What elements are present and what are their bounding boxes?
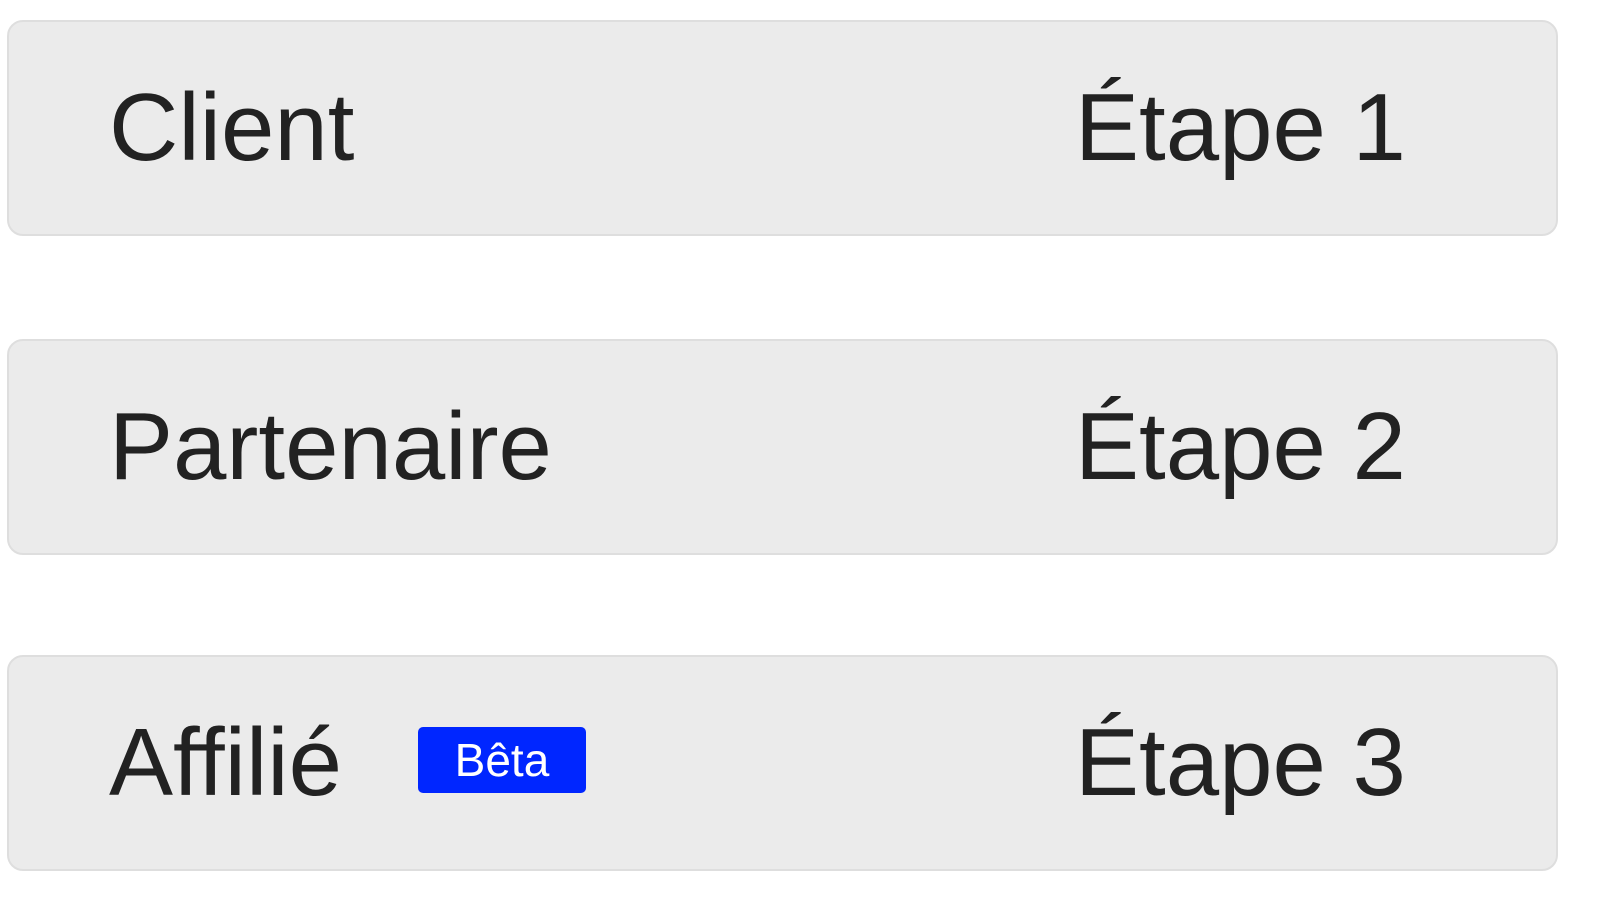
option-name: Client (109, 74, 355, 181)
option-name: Affilié (109, 709, 343, 816)
option-step: Étape 2 (1075, 393, 1406, 500)
option-card-affilie[interactable]: Affilié Bêta Étape 3 (7, 655, 1558, 871)
option-card-partenaire[interactable]: Partenaire Étape 2 (7, 339, 1558, 555)
beta-badge: Bêta (418, 727, 586, 793)
option-step: Étape 1 (1075, 74, 1406, 181)
option-step: Étape 3 (1075, 709, 1406, 816)
option-name: Partenaire (109, 393, 552, 500)
option-card-client[interactable]: Client Étape 1 (7, 20, 1558, 236)
